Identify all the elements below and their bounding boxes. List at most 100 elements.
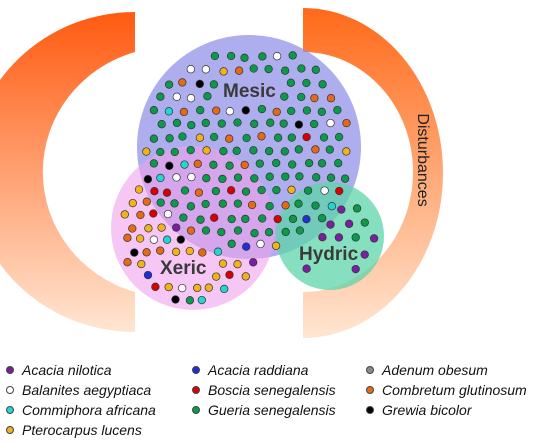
species-dot-gueria: [211, 186, 221, 196]
species-dot-gueria: [149, 106, 159, 115]
species-dot-gueria: [317, 159, 327, 168]
species-dot-gueria: [241, 214, 250, 224]
species-dot-gueria: [258, 52, 267, 61]
species-dot-commiphora: [327, 202, 336, 211]
species-dot-gueria: [170, 147, 179, 157]
species-dot-gueria: [258, 214, 267, 223]
species-dot-gueria: [178, 132, 187, 141]
species-dot-gueria: [201, 226, 211, 235]
species-dot-gueria: [294, 145, 303, 154]
species-dot-balanites: [326, 118, 335, 128]
species-dot-gueria: [187, 120, 196, 130]
species-dot-combretum: [326, 94, 336, 103]
species-dot-gueria: [288, 214, 298, 224]
species-dot-gueria: [326, 173, 336, 182]
species-dot-boscia: [302, 132, 311, 142]
species-dot-boscia: [150, 187, 159, 196]
species-dot-pterocarpus: [342, 147, 351, 156]
species-dot-combretum: [179, 107, 189, 117]
xeric-label: Xeric: [160, 258, 207, 279]
species-dot-balanites: [178, 283, 187, 293]
legend-label: Combretum glutinosum: [382, 382, 527, 398]
species-dot-gueria: [218, 199, 227, 208]
species-dot-pterocarpus: [241, 272, 250, 281]
balanites-aegyptiaca-marker: [6, 386, 14, 394]
species-dot-gueria: [287, 106, 296, 116]
species-dot-pterocarpus: [120, 210, 129, 219]
species-dot-pterocarpus: [157, 223, 166, 232]
species-dot-gueria: [264, 228, 274, 237]
species-dot-gueria: [186, 202, 196, 211]
species-dot-balanites: [225, 107, 235, 116]
species-dot-gueria: [209, 160, 218, 169]
species-dot-gueria: [186, 145, 195, 155]
species-dot-balanites: [172, 173, 181, 182]
species-dot-pterocarpus: [135, 234, 145, 243]
species-dot-commiphora: [220, 284, 229, 294]
species-dot-grewia: [130, 248, 139, 257]
species-dot-combretum: [193, 159, 202, 168]
species-dot-combretum: [178, 78, 187, 87]
species-dot-nilotica: [337, 205, 346, 214]
species-dot-gueria: [219, 147, 228, 156]
species-dot-combretum: [240, 160, 249, 170]
species-dot-gueria: [288, 51, 297, 60]
species-dot-gueria: [157, 120, 166, 129]
legend-label: Commiphora africana: [22, 402, 156, 418]
species-dot-gueria: [304, 158, 314, 168]
species-dot-boscia: [210, 213, 219, 222]
species-dot-gueria: [273, 133, 283, 142]
species-dot-balanites: [186, 94, 196, 103]
legend-label: Adenum obesum: [382, 362, 488, 378]
species-dot-boscia: [149, 209, 158, 218]
species-dot-gueria: [179, 213, 188, 222]
species-dot-pterocarpus: [218, 259, 228, 268]
species-dot-gueria: [149, 159, 159, 168]
species-dot-combretum: [136, 210, 145, 220]
disturbances-label: Disturbances: [414, 113, 431, 206]
legend-item-boscia-senegalensis: Boscia senegalensis: [192, 382, 336, 398]
species-dot-nilotica: [302, 264, 311, 273]
species-dot-pterocarpus: [212, 272, 221, 281]
species-dot-combretum: [142, 197, 151, 206]
species-dot-nilotica: [334, 233, 344, 242]
species-dot-pterocarpus: [195, 133, 205, 142]
species-dot-gueria: [297, 92, 306, 102]
species-dot-gueria: [233, 118, 242, 127]
species-dot-gueria: [280, 147, 289, 156]
grewia-bicolor-marker: [366, 406, 374, 414]
species-dot-gueria: [351, 233, 360, 242]
legend-item-grewia-bicolor: Grewia bicolor: [366, 402, 471, 418]
species-dot-gueria: [249, 146, 258, 155]
species-dot-gueria: [249, 64, 258, 73]
legend-label: Acacia nilotica: [22, 362, 112, 378]
species-dot-raddiana: [143, 270, 153, 280]
species-dot-raddiana: [302, 215, 311, 224]
species-dot-gueria: [209, 132, 219, 142]
disturbance-arc-right: [303, 8, 443, 338]
species-dot-gueria: [218, 174, 227, 184]
species-dot-combretum: [225, 134, 234, 143]
species-dot-combretum: [342, 118, 351, 128]
species-dot-pterocarpus: [233, 260, 242, 269]
species-dot-gueria: [312, 173, 321, 182]
species-dot-gueria: [297, 64, 306, 73]
boscia-senegalensis-marker: [192, 386, 200, 394]
species-dot-grewia: [143, 175, 153, 184]
species-dot-combretum: [247, 200, 257, 210]
species-dot-gueria: [233, 199, 243, 208]
combretum-glutinosum-marker: [366, 386, 374, 394]
species-dot-gueria: [196, 215, 205, 224]
species-dot-gueria: [311, 65, 320, 74]
species-dot-combretum: [234, 66, 244, 75]
hydric-label: Hydric: [299, 244, 359, 265]
species-dot-gueria: [302, 78, 311, 88]
species-dot-combretum: [310, 93, 319, 103]
species-dot-gueria: [311, 201, 320, 210]
species-dot-combretum: [123, 233, 132, 242]
species-dot-gueria: [279, 119, 288, 128]
legend-label: Balanites aegyptiaca: [22, 382, 152, 398]
species-dot-gueria: [217, 227, 226, 237]
species-dot-grewia: [195, 79, 204, 89]
species-dot-gueria: [233, 226, 243, 235]
